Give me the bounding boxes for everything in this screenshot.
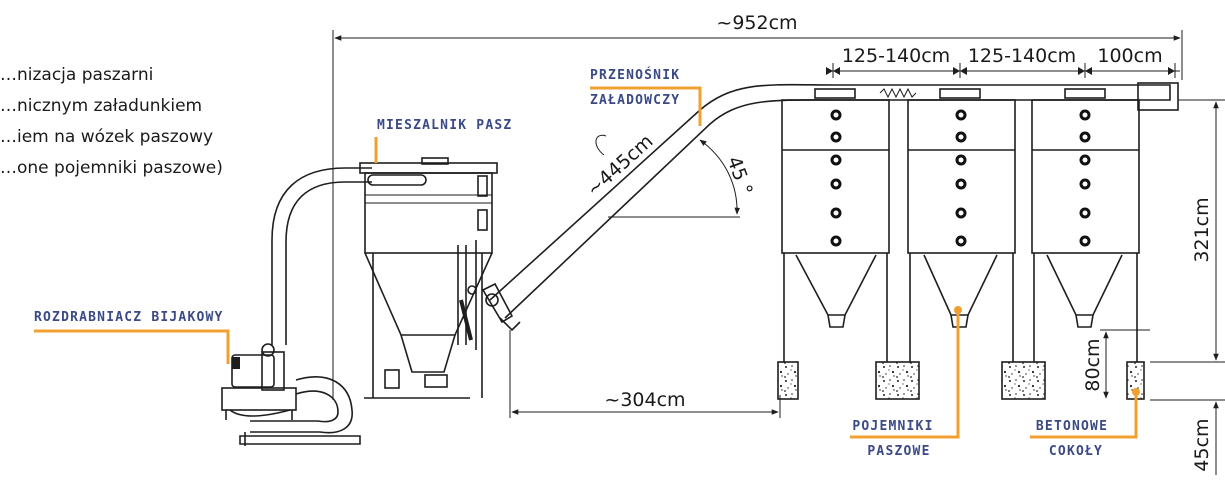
containers-label-line-1: POJEMNIKI — [852, 419, 933, 434]
overall-dimension: ~952cm — [332, 12, 1183, 400]
grinder-label: ROZDRABNIACZ BIJAKOWY — [34, 310, 224, 325]
conveyor-callout: PRZENOŚNIK ZAŁADOWCZY — [590, 67, 702, 126]
conveyor-angle-label: 45 ° — [723, 154, 757, 199]
silo-bolts — [830, 109, 1091, 247]
feed-mixer — [359, 157, 498, 399]
plinths-callout: BETONOWE COKOŁY — [1030, 388, 1140, 459]
height-dimensions: 321cm 80cm 45cm — [1082, 99, 1225, 475]
total-length-label: ~952cm — [716, 12, 797, 34]
mixer-label: MIESZALNIK PASZ — [377, 118, 512, 133]
silo-1 — [781, 99, 890, 362]
plinths-label-line-2: COKOŁY — [1049, 444, 1103, 459]
silo-3 — [1031, 99, 1140, 362]
bottom-dimension: ~304cm — [509, 330, 781, 418]
containers-label-line-2: PASZOWE — [867, 444, 930, 459]
distribution-pipe — [814, 82, 1179, 111]
conveyor-label-line-1: PRZENOŚNIK — [590, 67, 680, 83]
description-line-3: …iem na wózek paszowy — [0, 127, 213, 147]
plinths-leader-line — [1030, 392, 1138, 439]
concrete-plinths — [777, 361, 1145, 400]
hopper-clearance-label: 80cm — [1082, 338, 1104, 391]
containers-callout: POJEMNIKI PASZOWE — [850, 306, 962, 459]
hammer-mill-grinder — [221, 167, 372, 446]
conveyor-label-line-2: ZAŁADOWCZY — [590, 93, 680, 108]
description-line-4: …one pojemniki paszowe) — [0, 158, 223, 178]
grinder-leader-line — [34, 329, 230, 364]
containers-leader-line — [850, 310, 960, 439]
height-total-label: 321cm — [1191, 197, 1213, 262]
end-offset-label: 100cm — [1097, 45, 1162, 67]
plinth-height-label: 45cm — [1191, 418, 1213, 471]
plinths-label-line-1: BETONOWE — [1036, 419, 1108, 434]
spacing-2-label: 125-140cm — [968, 45, 1076, 67]
conveyor-leader-line — [590, 86, 702, 126]
description-line-1: …nizacja paszarni — [0, 65, 153, 85]
mixer-to-plinth-label: ~304cm — [604, 389, 685, 411]
grinder-callout: ROZDRABNIACZ BIJAKOWY — [34, 310, 230, 364]
conveyor-length-label: ~445cm — [582, 130, 657, 201]
spacing-dimensions: 125-140cm 125-140cm 100cm — [826, 45, 1180, 78]
description-block: …nizacja paszarni …nicznym załadunkiem …… — [0, 65, 223, 178]
mixer-callout: MIESZALNIK PASZ — [374, 118, 512, 163]
spacing-1-label: 125-140cm — [842, 45, 950, 67]
description-line-2: …nicznym załadunkiem — [0, 96, 202, 116]
